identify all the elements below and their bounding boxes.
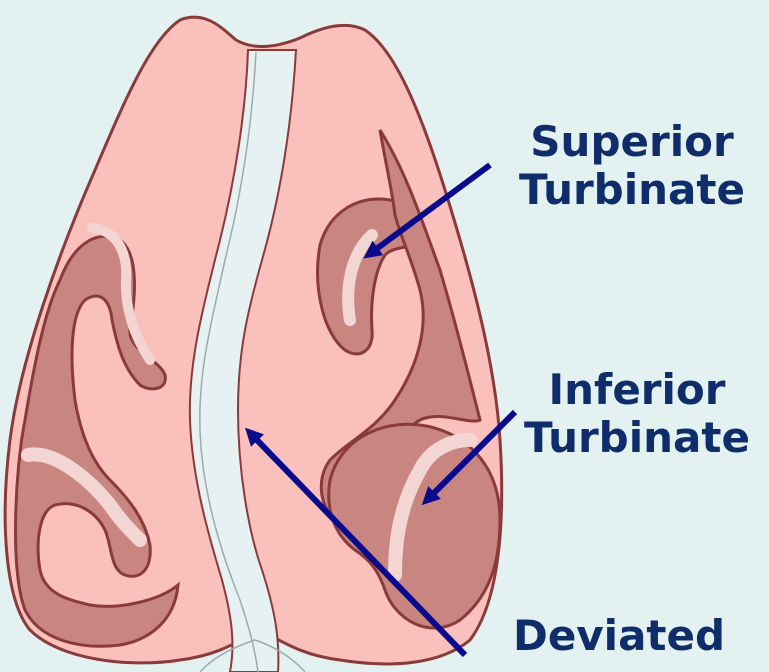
inferior-label-line1: Inferior [508,366,766,414]
deviated-label: Deviated [494,612,744,660]
inferior-label-line2: Turbinate [508,414,766,462]
inferior-turbinate-label: Inferior Turbinate [508,366,766,462]
superior-label-line1: Superior [498,118,766,166]
superior-label-line2: Turbinate [498,166,766,214]
superior-turbinate-label: Superior Turbinate [498,118,766,214]
